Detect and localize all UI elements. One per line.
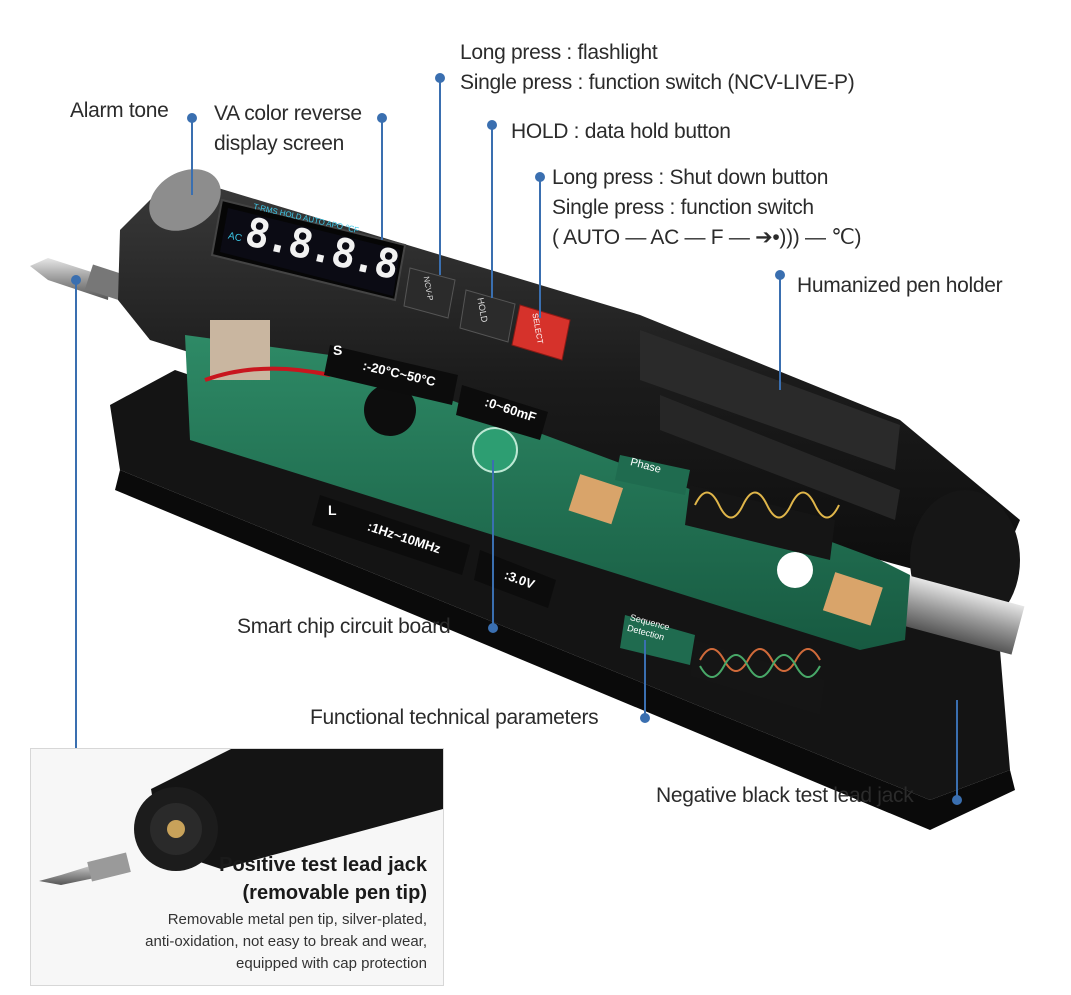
label-negative-jack: Negative black test lead jack bbox=[656, 784, 914, 807]
inset-description-line3: equipped with cap protection bbox=[236, 955, 427, 972]
param-side-s: S bbox=[333, 342, 343, 358]
lcd-screen bbox=[210, 198, 407, 302]
label-flashlight-line1: Long press : flashlight bbox=[460, 41, 658, 64]
label-hold: HOLD : data hold button bbox=[511, 120, 731, 143]
inset-description: Removable metal pen tip, silver-plated, … bbox=[145, 909, 427, 975]
inset-description-line1: Removable metal pen tip, silver-plated, bbox=[167, 911, 427, 928]
inset-description-line2: anti-oxidation, not easy to break and we… bbox=[145, 933, 427, 950]
label-shutdown: Long press : Shut down button Single pre… bbox=[552, 163, 862, 253]
inset-title-line1: Positive test lead jack bbox=[219, 854, 427, 876]
label-shutdown-line1: Long press : Shut down button bbox=[552, 166, 829, 189]
function-buttons bbox=[403, 267, 571, 361]
pen-tip-icon bbox=[39, 852, 131, 885]
label-shutdown-line2: Single press : function switch bbox=[552, 196, 814, 219]
inset-title-line2: (removable pen tip) bbox=[242, 882, 427, 904]
callout-lines bbox=[71, 73, 962, 805]
pcb-board bbox=[185, 320, 910, 650]
label-va-display: VA color reverse display screen bbox=[214, 99, 362, 159]
label-smart-chip: Smart chip circuit board bbox=[237, 615, 451, 638]
hold-button bbox=[459, 289, 516, 343]
label-flashlight-line2: Single press : function switch (NCV-LIVE… bbox=[460, 71, 855, 94]
flashlight-button bbox=[403, 267, 456, 319]
label-functional-params: Functional technical parameters bbox=[310, 706, 599, 729]
inset-pen-illustration bbox=[39, 749, 443, 885]
label-shutdown-line3: ( AUTO — AC — F — ➔•))) — ℃) bbox=[552, 226, 862, 249]
label-pen-holder: Humanized pen holder bbox=[797, 274, 1003, 297]
label-alarm-tone: Alarm tone bbox=[70, 99, 169, 122]
label-va-display-line2: display screen bbox=[214, 132, 345, 155]
positive-jack-inset: Positive test lead jack (removable pen t… bbox=[30, 748, 444, 986]
label-flashlight: Long press : flashlight Single press : f… bbox=[460, 38, 855, 98]
label-va-display-line1: VA color reverse bbox=[214, 102, 362, 125]
inset-title: Positive test lead jack (removable pen t… bbox=[219, 851, 427, 907]
select-button bbox=[511, 304, 571, 361]
alarm-speaker bbox=[149, 169, 221, 231]
param-side-l: L bbox=[328, 502, 337, 518]
param-panels bbox=[312, 345, 840, 715]
